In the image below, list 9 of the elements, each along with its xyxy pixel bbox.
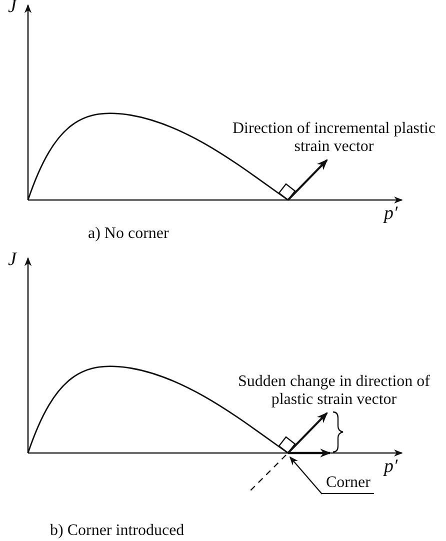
axis-label: J <box>8 251 16 269</box>
leader-line <box>289 456 322 494</box>
caption-text: a) No corner <box>88 225 169 243</box>
caption-text: b) Corner introduced <box>50 522 184 540</box>
annotation-text: Sudden change in direction of plastic strain vector <box>237 373 431 409</box>
callout-label: Corner <box>322 473 374 494</box>
axis-label: p′ <box>384 458 398 476</box>
annotation-text: Direction of incremental plastic strain vector <box>231 120 437 156</box>
axis-label: p′ <box>384 205 398 223</box>
